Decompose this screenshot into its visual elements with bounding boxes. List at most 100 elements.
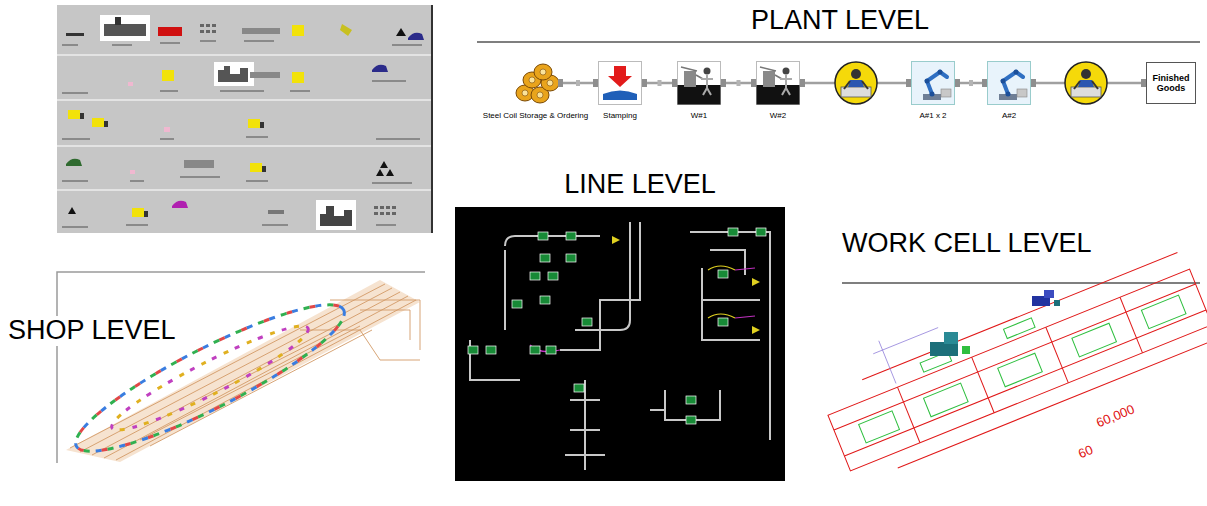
line-layout-screenshot	[708, 266, 735, 318]
plant-layout-screenshot	[62, 44, 78, 46]
station-pictogram	[513, 61, 558, 105]
line-layout-screenshot	[752, 326, 760, 334]
work-cell-drawing	[1072, 323, 1117, 357]
plant-layout-screenshot	[290, 90, 310, 92]
line-layout-screenshot	[540, 254, 550, 262]
plant-layout-screenshot	[392, 44, 422, 46]
work-cell-drawing	[828, 269, 1207, 471]
station-pictogram	[513, 61, 558, 105]
pipe-connector	[721, 79, 756, 87]
station-pictogram	[757, 85, 800, 105]
shop-layout-screenshot	[70, 284, 420, 460]
plant-layout-screenshot	[57, 5, 433, 233]
level-heading: WORK CELL LEVEL	[842, 229, 1092, 259]
station-pictogram	[1014, 70, 1019, 75]
operator-icon	[835, 62, 877, 104]
station-pictogram	[988, 62, 1031, 105]
operator-icon	[835, 62, 877, 104]
robot-machine	[944, 332, 958, 344]
plant-layout-screenshot	[57, 5, 433, 233]
robot-machine	[962, 346, 970, 354]
line-layout-screenshot	[470, 222, 770, 470]
plant-layout-screenshot	[200, 24, 204, 27]
line-layout-screenshot	[468, 346, 478, 354]
station-pictogram	[987, 61, 1031, 105]
pipe-coupling	[642, 79, 647, 87]
line-layout-screenshot	[575, 222, 630, 330]
plant-layout-screenshot	[144, 211, 148, 217]
line-layout-screenshot	[708, 314, 735, 318]
pipe-coupling	[558, 79, 563, 87]
line-layout-screenshot	[565, 400, 605, 455]
robot-machine	[1054, 300, 1060, 306]
work-cell-drawing	[844, 310, 1206, 456]
operator-icon	[851, 69, 861, 79]
line-layout-screenshot	[665, 390, 720, 420]
box-label: Finished Goods	[1150, 73, 1192, 94]
station-label: Stamping	[603, 111, 637, 120]
work-cell-drawing	[1004, 318, 1036, 339]
robot-machine	[930, 342, 958, 356]
station-pictogram	[760, 67, 782, 79]
plant-layout-screenshot	[292, 25, 304, 36]
plant-layout-screenshot	[62, 40, 422, 46]
line-layout-screenshot	[512, 300, 522, 308]
line-layout-screenshot	[486, 346, 496, 354]
pipe-coupling	[576, 80, 580, 86]
station-pictogram	[677, 61, 721, 105]
line-layout-screenshot	[686, 396, 696, 404]
line-layout-screenshot	[735, 268, 755, 318]
station-pictogram	[540, 69, 546, 75]
dimension-label: 60,000	[1093, 402, 1139, 432]
pipe-coupling	[800, 79, 805, 87]
plant-layout-screenshot	[130, 170, 135, 174]
line-layout-screenshot	[612, 236, 760, 334]
plant-layout-screenshot	[62, 224, 396, 228]
work-cell-drawing	[1046, 327, 1068, 383]
station-icon: A#2	[987, 61, 1031, 105]
line-layout-screenshot	[455, 207, 785, 481]
plant-layout-screenshot	[408, 33, 424, 40]
work-cell-drawing	[998, 353, 1043, 387]
line-layout-screenshot	[548, 272, 558, 280]
plant-layout-screenshot	[212, 24, 216, 27]
plant-layout-screenshot	[62, 138, 90, 140]
station-pictogram	[522, 90, 528, 96]
work-cell-drawing	[1120, 297, 1142, 353]
station-pictogram	[930, 92, 935, 97]
plant-layout-screenshot	[160, 90, 178, 92]
line-layout-screenshot	[530, 268, 755, 352]
station-pictogram	[608, 66, 632, 87]
station-label: W#2	[770, 111, 786, 120]
pipe-coupling	[737, 80, 741, 86]
work-cell-drawing	[846, 264, 1186, 443]
plant-layout-screenshot	[220, 90, 264, 92]
work-cell-drawing	[972, 357, 994, 413]
work-cell-drawing	[879, 341, 896, 384]
line-layout-screenshot	[546, 346, 556, 354]
plant-layout-screenshot	[250, 72, 280, 78]
line-layout-screenshot	[718, 270, 728, 278]
work-cell-drawing	[809, 221, 1207, 485]
line-layout-screenshot	[540, 296, 550, 304]
line-layout-screenshot	[752, 278, 760, 286]
plant-layout-screenshot	[57, 99, 431, 101]
plant-layout-screenshot	[248, 119, 260, 128]
plant-layout-screenshot	[62, 80, 406, 94]
station-pictogram	[912, 62, 955, 105]
station-pictogram	[678, 62, 721, 105]
shop-layout-screenshot	[57, 272, 425, 473]
plant-layout-screenshot	[132, 208, 144, 217]
line-layout-screenshot	[756, 228, 766, 236]
plant-layout-screenshot	[292, 72, 304, 83]
station-pictogram	[547, 80, 553, 86]
plant-layout-screenshot	[128, 82, 133, 86]
plant-layout-screenshot	[372, 80, 406, 82]
plant-layout-screenshot	[62, 176, 412, 184]
plant-layout-screenshot	[214, 62, 254, 86]
station-pictogram	[598, 61, 642, 105]
operator-icon	[848, 80, 864, 87]
work-cell-drawing	[820, 249, 1207, 485]
